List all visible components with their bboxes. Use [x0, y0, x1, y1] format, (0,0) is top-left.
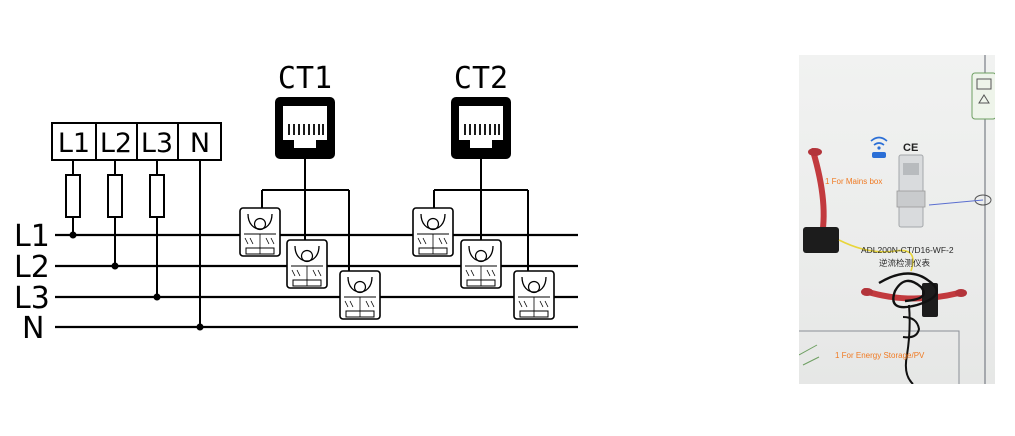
junction-dots [69, 231, 204, 331]
line-label-l2: L2 [14, 250, 50, 285]
meter-chinese-label: 逆流检测仪表 [879, 258, 931, 268]
terminal-block: L1 L2 L3 N [51, 122, 222, 161]
line-label-l3: L3 [14, 281, 50, 316]
ct2-clamp-l3 [513, 270, 555, 320]
fuse-l3 [149, 174, 165, 218]
ct1-clamp-l2 [286, 239, 328, 289]
terminal-label-l2: L2 [100, 128, 132, 159]
wiring-diagram: L1 L2 L3 N L1 L2 L3 N CT1 [14, 61, 578, 346]
ct1-clamp-l1 [239, 207, 281, 257]
energy-storage-label: 1 For Energy Storage/PV [835, 351, 925, 360]
ct1-rj45-connector [274, 96, 336, 160]
ct1-clamp-l3 [339, 270, 381, 320]
wifi-icon [870, 136, 888, 146]
line-label-n: N [22, 311, 44, 346]
ct2-rj45-connector [450, 96, 512, 160]
terminal-label-l3: L3 [141, 128, 173, 159]
product-photo: CE 1 For Mains box ADL200N-CT/D16-WF-2 逆… [799, 55, 995, 384]
fuse-wiring [65, 160, 201, 327]
ct2-clamp-l2 [460, 239, 502, 289]
ct1-cables [261, 159, 350, 274]
terminal-label-l1: L1 [58, 128, 90, 159]
fuse-l2 [107, 174, 123, 218]
mains-box-label: 1 For Mains box [825, 177, 883, 186]
ct2-cables [433, 159, 529, 274]
terminal-label-n: N [190, 128, 210, 159]
ce-mark: CE [903, 142, 919, 154]
ct2-clamp-l1 [412, 207, 454, 257]
fuse-l1 [65, 174, 81, 218]
ct1-label: CT1 [278, 61, 332, 96]
line-label-l1: L1 [14, 219, 50, 254]
meter-model-label: ADL200N-CT/D16-WF-2 [861, 245, 954, 255]
ct2-label: CT2 [454, 61, 508, 96]
photo-illustration [799, 55, 995, 384]
